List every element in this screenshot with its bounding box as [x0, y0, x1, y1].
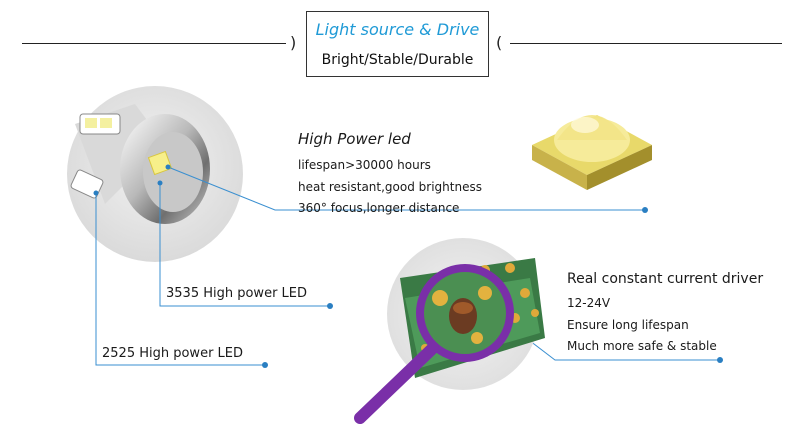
bracket-left-icon: ) [290, 33, 297, 52]
driver-line-3: Much more safe & stable [567, 339, 717, 353]
driver-line-2: Ensure long lifespan [567, 318, 689, 332]
bracket-right-icon: ( [496, 33, 503, 52]
callout-3535-label: 3535 High power LED [166, 286, 308, 301]
header-rule-right [510, 43, 782, 44]
led-bulb-image [67, 86, 243, 262]
high-power-line-2: heat resistant,good brightness [298, 180, 482, 194]
callout-2525-label: 2525 High power LED [102, 346, 244, 361]
header-title: Light source & Drive [315, 20, 480, 39]
driver-heading: Real constant current driver [567, 271, 764, 287]
led-chip-image [532, 115, 652, 190]
high-power-heading: High Power led [298, 130, 411, 148]
header-box: Light source & Drive Bright/Stable/Durab… [306, 11, 489, 77]
header-rule-left [22, 43, 286, 44]
high-power-line-3: 360° focus,longer distance [298, 201, 460, 215]
header-subtitle: Bright/Stable/Durable [321, 52, 474, 68]
driver-circuit-image [354, 238, 545, 424]
driver-line-1: 12-24V [567, 296, 611, 310]
high-power-line-1: lifespan>30000 hours [298, 158, 431, 172]
